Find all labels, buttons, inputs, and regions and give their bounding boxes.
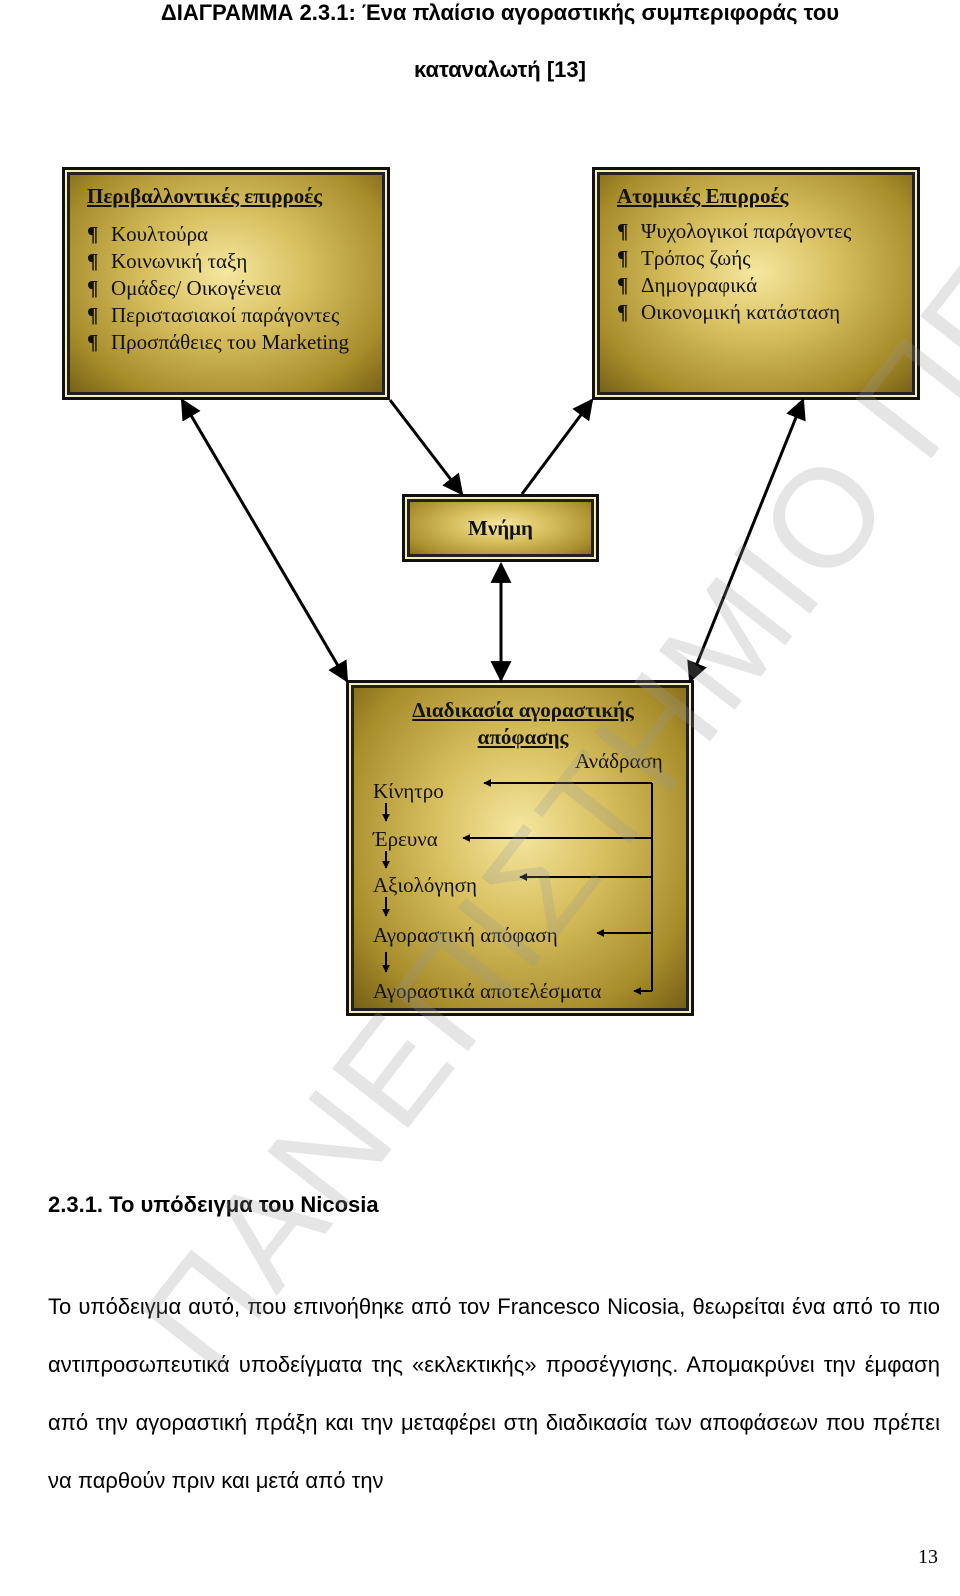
memory-individual-arrow <box>520 398 594 495</box>
step-motive: Κίνητρο <box>373 779 444 803</box>
individual-influences-title: Ατομικές Επιρροές <box>617 184 789 208</box>
memory-box: Μνήμη <box>402 494 599 562</box>
pilcrow-icon: ¶ <box>617 219 629 243</box>
body-paragraph: Το υπόδειγμα αυτό, που επινοήθηκε από το… <box>48 1294 940 1493</box>
list-item: ¶ Κοινωνική ταξη <box>87 248 387 275</box>
individual-influences-box: Ατομικές Επιρροές ¶ Ψυχολογικοί παράγοντε… <box>592 167 920 400</box>
pilcrow-icon: ¶ <box>87 303 99 327</box>
list-item-label: Ψυχολογικοί παράγοντες <box>641 219 852 243</box>
figure-caption-line-2: καταναλωτή [13] <box>414 57 586 82</box>
step-purchase-outcomes: Αγοραστικά αποτελέσματα <box>373 979 602 1003</box>
pilcrow-icon: ¶ <box>87 276 99 300</box>
list-item-label: Κουλτούρα <box>111 222 209 246</box>
section-heading: 2.3.1. Το υπόδειγμα του Nicosia <box>48 1192 379 1217</box>
individual-influences-list: ¶ Ψυχολογικοί παράγοντες ¶ Τρόπος ζωής ¶ Δη… <box>617 218 917 326</box>
decision-process-title-line-1: Διαδικασία αγοραστικής <box>412 698 634 722</box>
list-item-label: Οικονομική κατάσταση <box>641 300 841 324</box>
decision-process-title-line-2: απόφασης <box>477 725 569 749</box>
environmental-influences-box: Περιβαλλοντικές επιρροές ¶ Κουλτούρα ¶ Κοι… <box>62 167 390 400</box>
feedback-label: Ανάδραση <box>575 749 663 773</box>
list-item: ¶ Ψυχολογικοί παράγοντες <box>617 218 917 245</box>
list-item-label: Ομάδες/ Οικογένεια <box>111 276 282 300</box>
step-evaluation: Αξιολόγηση <box>373 873 477 897</box>
decision-process-title: Διαδικασία αγοραστικής απόφασης <box>349 697 697 751</box>
list-item: ¶ Προσπάθειες του Marketing <box>87 329 387 356</box>
page-number: 13 <box>918 1546 938 1568</box>
pilcrow-icon: ¶ <box>617 246 629 270</box>
step-purchase-decision: Αγοραστική απόφαση <box>373 923 558 947</box>
list-item: ¶ Περιστασιακοί παράγοντες <box>87 302 387 329</box>
list-item: ¶ Κουλτούρα <box>87 221 387 248</box>
list-item: ¶ Τρόπος ζωής <box>617 245 917 272</box>
step-research: Έρευνα <box>373 827 438 851</box>
list-item-label: Κοινωνική ταξη <box>111 249 248 273</box>
pilcrow-icon: ¶ <box>617 273 629 297</box>
env-memory-arrow <box>388 399 464 496</box>
env-decision-arrow <box>180 398 349 683</box>
pilcrow-icon: ¶ <box>87 330 99 354</box>
figure-caption-line-1: ΔΙΑΓΡΑΜΜΑ 2.3.1: Ένα πλαίσιο αγοραστικής… <box>160 0 840 25</box>
environmental-influences-list: ¶ Κουλτούρα ¶ Κοινωνική ταξη ¶ Ομάδες/ Οικο… <box>87 221 387 356</box>
pilcrow-icon: ¶ <box>87 222 99 246</box>
list-item-label: Τρόπος ζωής <box>641 246 751 270</box>
list-item: ¶ Δημογραφικά <box>617 272 917 299</box>
decision-process-box: Διαδικασία αγοραστικής απόφασης Ανάδραση… <box>346 680 694 1016</box>
pilcrow-icon: ¶ <box>617 300 629 324</box>
pilcrow-icon: ¶ <box>87 249 99 273</box>
list-item-label: Προσπάθειες του Marketing <box>111 330 350 354</box>
memory-label: Μνήμη <box>468 516 533 540</box>
list-item-label: Περιστασιακοί παράγοντες <box>111 303 340 327</box>
environmental-influences-title: Περιβαλλοντικές επιρροές <box>87 184 323 208</box>
list-item: ¶ Οικονομική κατάσταση <box>617 299 917 326</box>
list-item-label: Δημογραφικά <box>641 273 758 297</box>
list-item: ¶ Ομάδες/ Οικογένεια <box>87 275 387 302</box>
